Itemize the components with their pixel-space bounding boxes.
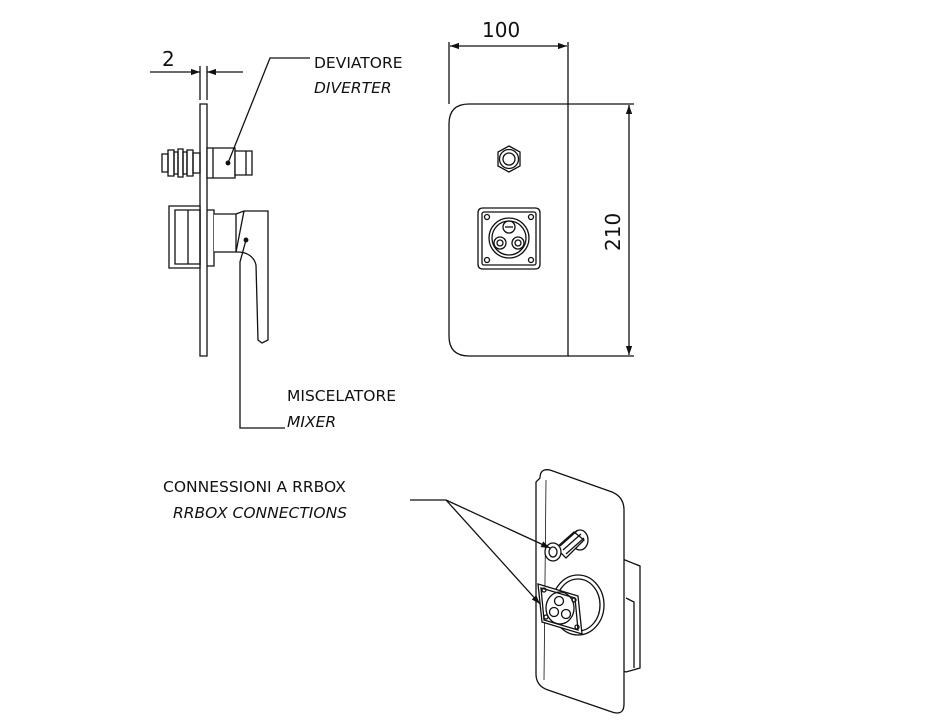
front-view bbox=[449, 42, 634, 356]
diverter-cartridge bbox=[162, 148, 252, 178]
mixer-handle bbox=[207, 210, 268, 343]
label-diverter-it: DEVIATORE bbox=[314, 54, 403, 72]
cover-plate-profile bbox=[200, 104, 207, 356]
label-mixer-it: MISCELATORE bbox=[287, 387, 397, 405]
dim-width-value: 100 bbox=[482, 18, 521, 42]
mixer-flange bbox=[478, 208, 540, 269]
isometric-view bbox=[410, 470, 640, 713]
label-connections-en: RRBOX CONNECTIONS bbox=[173, 504, 348, 522]
front-plate bbox=[449, 104, 568, 356]
leader-diverter bbox=[228, 58, 310, 163]
iso-diverter bbox=[545, 530, 588, 561]
label-connections-it: CONNESSIONI A RRBOX bbox=[163, 478, 346, 496]
dim-thickness-value: 2 bbox=[162, 47, 175, 71]
dim-width bbox=[449, 42, 568, 104]
iso-mixer bbox=[538, 575, 604, 635]
dim-height bbox=[568, 104, 634, 356]
label-mixer-en: MIXER bbox=[287, 413, 337, 431]
side-view bbox=[150, 58, 310, 428]
dim-thickness bbox=[150, 66, 243, 100]
leader-mixer bbox=[240, 240, 285, 428]
label-diverter-en: DIVERTER bbox=[314, 79, 392, 97]
mixer-body bbox=[169, 206, 200, 268]
diverter-nut bbox=[498, 146, 520, 172]
